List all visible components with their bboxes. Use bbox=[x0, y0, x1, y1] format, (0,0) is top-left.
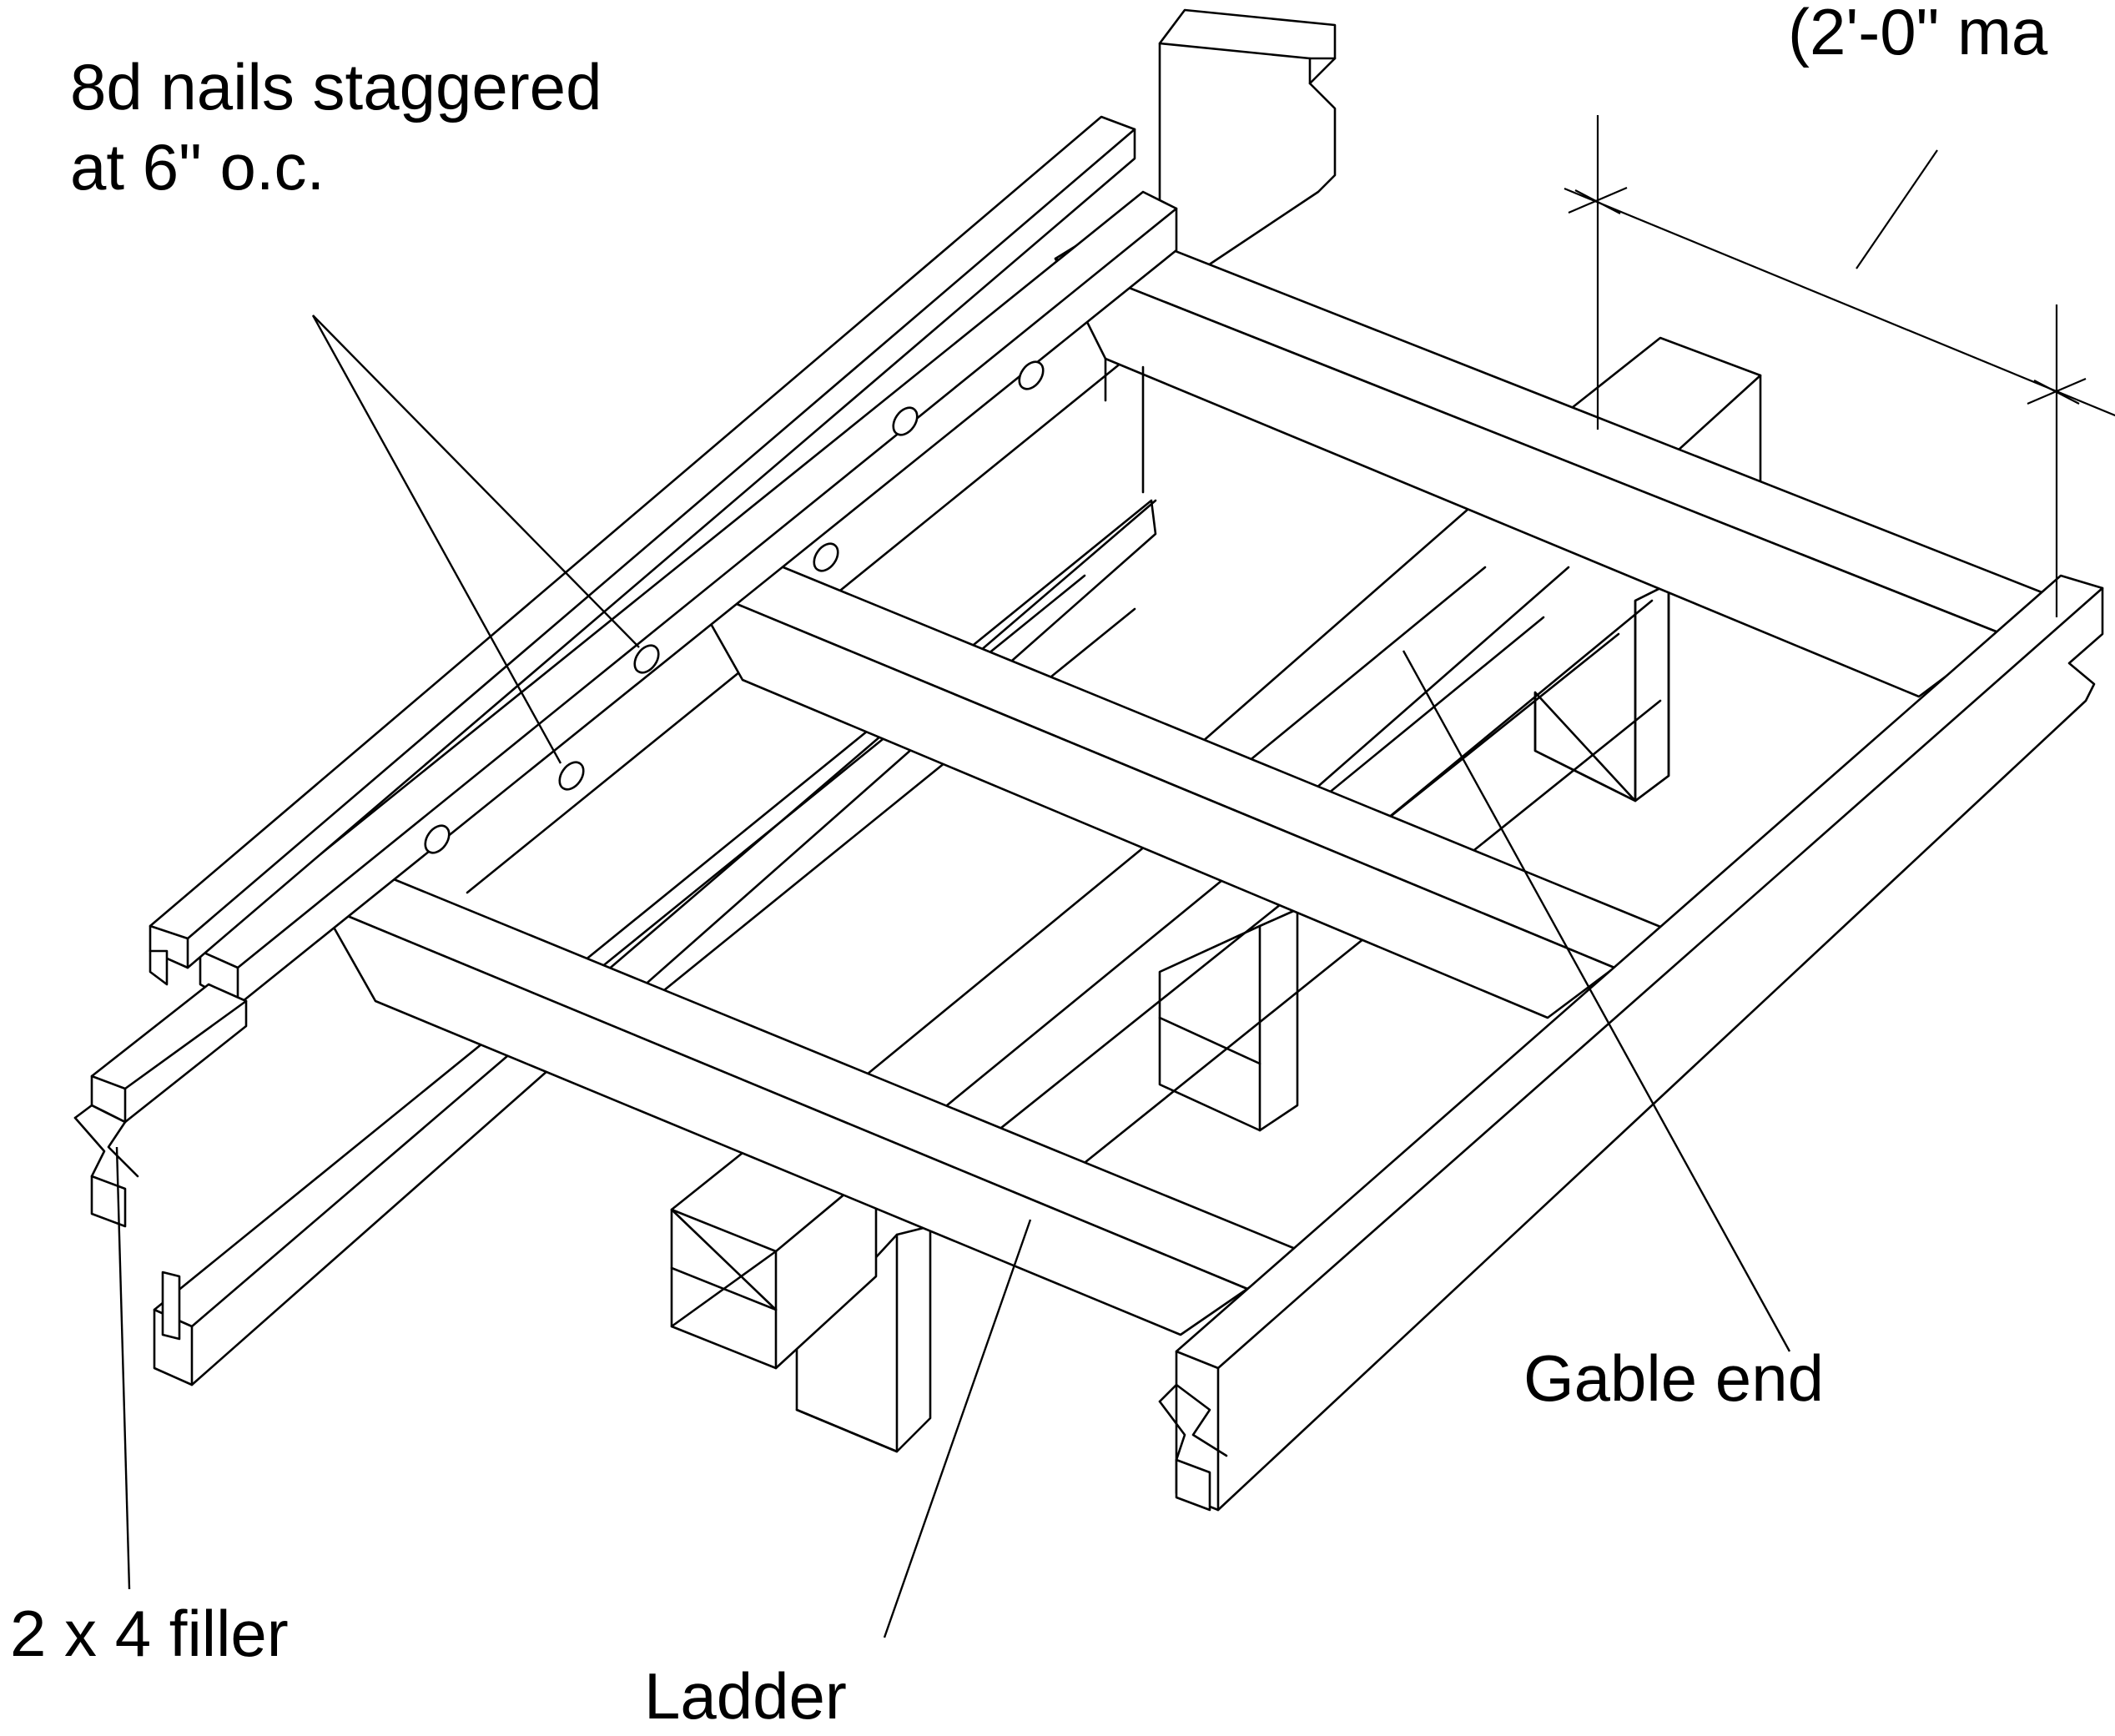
leader-spacing bbox=[1856, 149, 1938, 269]
label-spacing: (2'-0" ma bbox=[1788, 0, 2048, 68]
nail-hole bbox=[633, 644, 660, 674]
gable-end-rail bbox=[1158, 574, 2104, 1512]
leader-lines bbox=[115, 314, 1791, 1638]
support-post-middle bbox=[1158, 908, 1299, 1132]
nail-hole bbox=[558, 761, 585, 791]
label-nails-line2: at 6" o.c. bbox=[70, 130, 325, 204]
label-filler: 2 x 4 filler bbox=[10, 1597, 289, 1670]
dimension-spacing bbox=[1564, 115, 2115, 617]
leader-nails-2 bbox=[312, 314, 640, 648]
nail-hole bbox=[424, 824, 451, 854]
nail-hole bbox=[1018, 360, 1045, 390]
nail-hole bbox=[813, 542, 839, 572]
leader-gable bbox=[1402, 650, 1791, 1352]
support-post-right bbox=[1533, 582, 1670, 803]
wall-top-plate bbox=[1158, 8, 1337, 277]
ladder-inner-rail bbox=[199, 190, 1178, 1007]
ladder-rung-front bbox=[320, 870, 1303, 1336]
nail-hole bbox=[892, 406, 919, 436]
leader-ladder bbox=[883, 1219, 1032, 1638]
label-ladder: Ladder bbox=[644, 1659, 847, 1733]
leader-filler bbox=[115, 1146, 131, 1590]
nail-holes bbox=[424, 360, 1045, 854]
ladder-rung-back bbox=[1054, 224, 2054, 698]
roof-rafter-outer bbox=[149, 115, 1136, 986]
filler-block bbox=[73, 983, 248, 1341]
leader-nails-1 bbox=[311, 314, 562, 764]
label-gable-end: Gable end bbox=[1523, 1341, 1824, 1415]
label-nails-line1: 8d nails staggered bbox=[70, 50, 602, 123]
label-nails: 8d nails staggered at 6" o.c. bbox=[70, 47, 602, 207]
